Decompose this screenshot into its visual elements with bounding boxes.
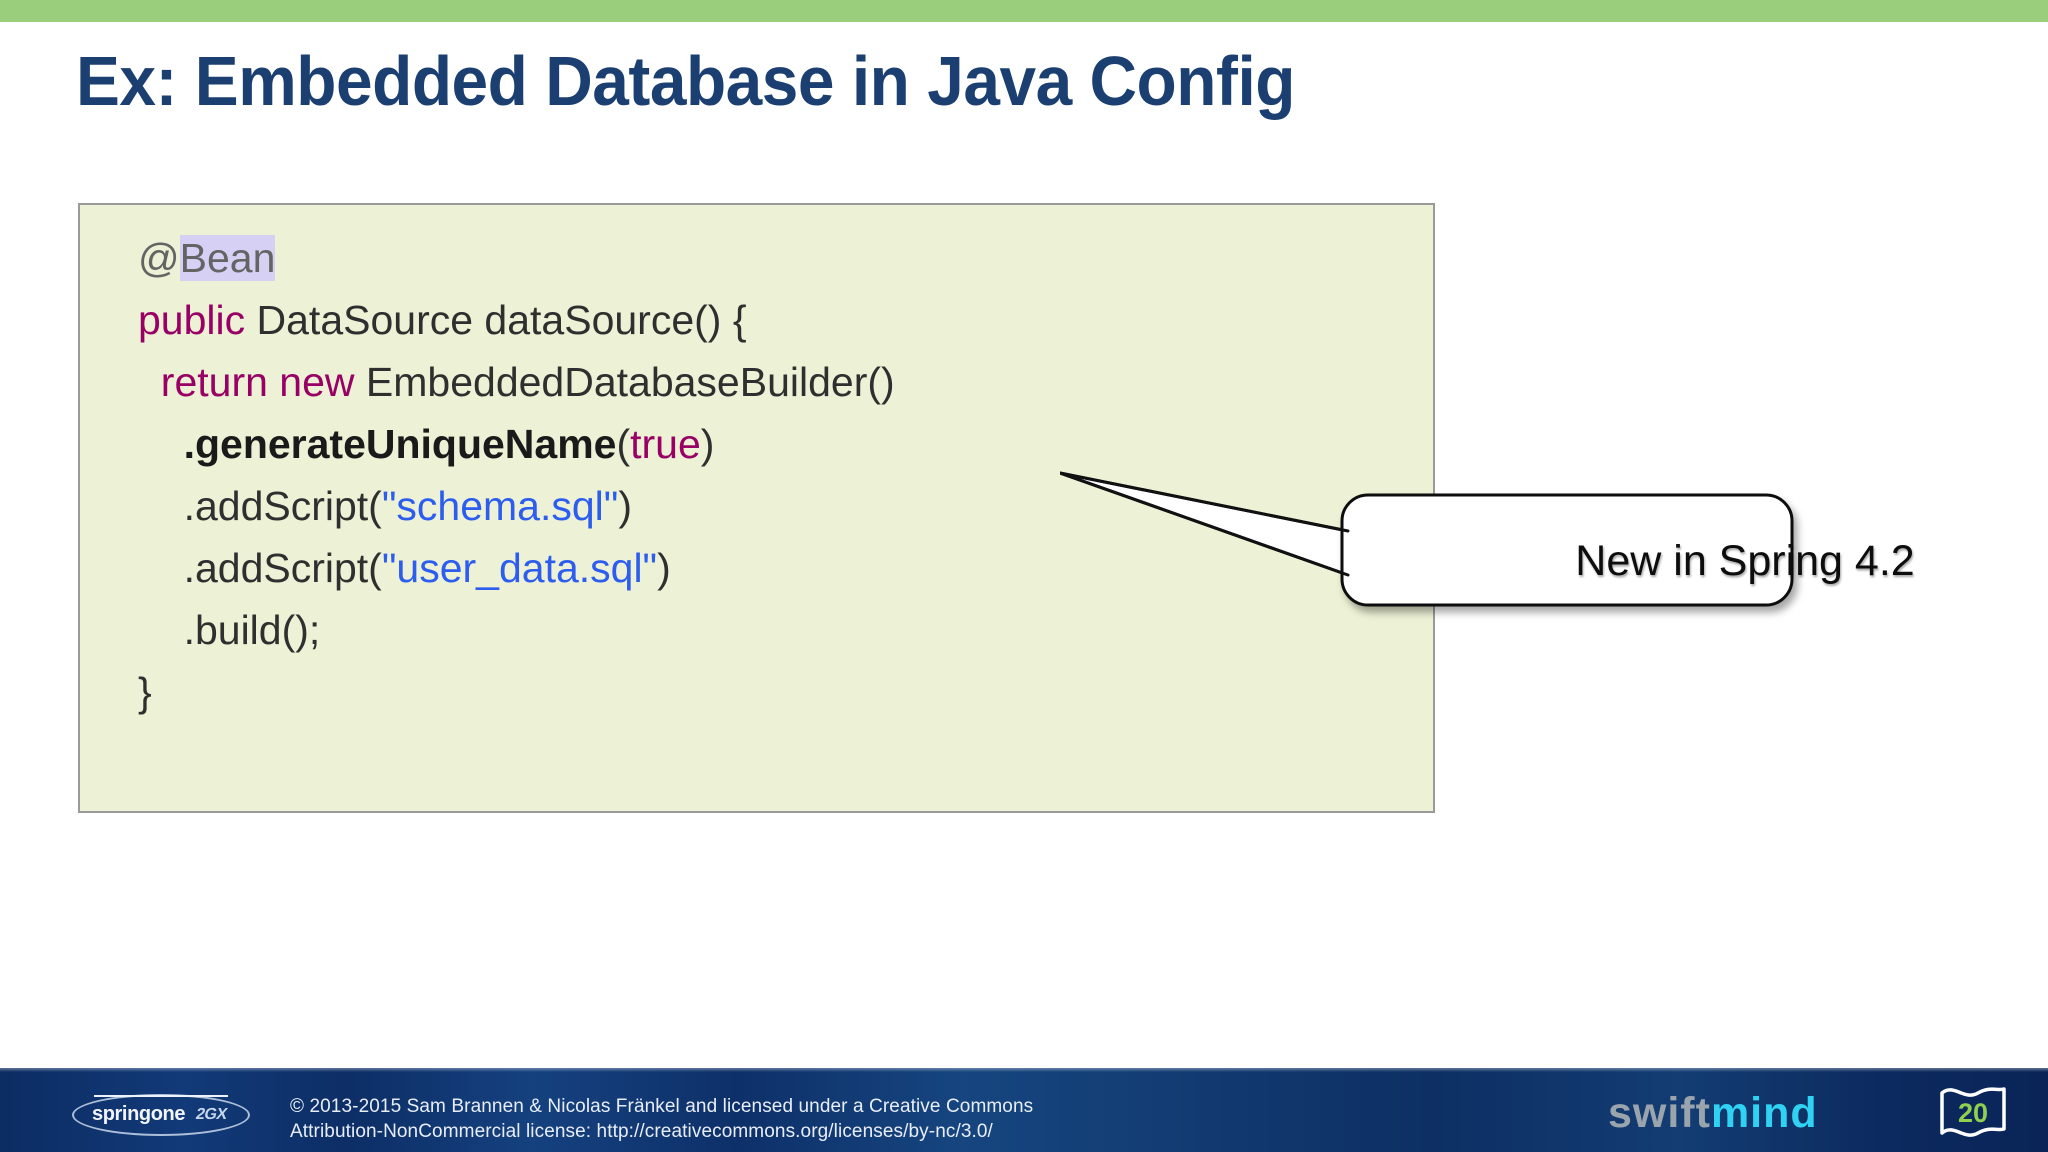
code-token-str: "user_data.sql": [381, 545, 658, 591]
copyright-line-2: Attribution-NonCommercial license: http:…: [290, 1121, 993, 1142]
code-indent: [138, 607, 184, 653]
code-line: .generateUniqueName(true): [138, 413, 895, 475]
slide-footer: [0, 1068, 2048, 1152]
code-line: @Bean: [138, 227, 895, 289]
code-line: .addScript("user_data.sql"): [138, 537, 895, 599]
code-line: return new EmbeddedDatabaseBuilder(): [138, 351, 895, 413]
code-indent: [138, 359, 161, 405]
copyright-notice: © 2013-2015 Sam Brannen & Nicolas Fränke…: [290, 1094, 1190, 1144]
code-token-kw: true: [630, 421, 701, 467]
code-line: public DataSource dataSource() {: [138, 289, 895, 351]
page-number-flag-icon: [1934, 1083, 2012, 1141]
springone-wordmark: springone: [92, 1103, 186, 1125]
page-title: Ex: Embedded Database in Java Config: [76, 42, 1295, 120]
code-line: .addScript("schema.sql"): [138, 475, 895, 537]
code-line: }: [138, 661, 895, 723]
swiftmind-logo: swiftmind: [1608, 1090, 1818, 1136]
code-token-kw: public: [138, 297, 246, 343]
code-line: .build();: [138, 599, 895, 661]
code-token-plain: ): [700, 421, 715, 467]
code-token-annot-name: Bean: [179, 235, 276, 281]
code-token-plain: EmbeddedDatabaseBuilder(): [354, 359, 895, 405]
code-token-plain: .build();: [183, 607, 321, 653]
swiftmind-logo-part1: swift: [1608, 1089, 1711, 1137]
springone-top-rule: [94, 1095, 228, 1097]
page-number: 20: [1957, 1098, 1989, 1128]
top-accent-bar: [0, 0, 2048, 22]
callout-label: New in Spring 4.2: [1575, 537, 1915, 585]
code-indent: [138, 421, 184, 467]
code-token-plain: .addScript(: [183, 483, 382, 529]
code-token-annot-at: @: [138, 235, 180, 281]
code-token-method: .generateUniqueName: [183, 421, 617, 467]
copyright-line-1: © 2013-2015 Sam Brannen & Nicolas Fränke…: [290, 1096, 1034, 1117]
code-token-plain: ): [618, 483, 632, 529]
springone-logo: springone 2GX: [72, 1094, 250, 1136]
code-token-plain: .addScript(: [183, 545, 382, 591]
springone-2gx-mark: 2GX: [194, 1106, 229, 1123]
code-token-plain: DataSource dataSource() {: [245, 297, 747, 343]
code-token-plain: (: [616, 421, 631, 467]
code-token-plain: ): [657, 545, 671, 591]
code-token-plain: }: [138, 669, 152, 715]
code-token-str: "schema.sql": [381, 483, 619, 529]
code-token-kw: return new: [160, 359, 355, 405]
code-indent: [138, 545, 184, 591]
swiftmind-logo-part2: mind: [1710, 1089, 1818, 1137]
code-indent: [138, 483, 184, 529]
